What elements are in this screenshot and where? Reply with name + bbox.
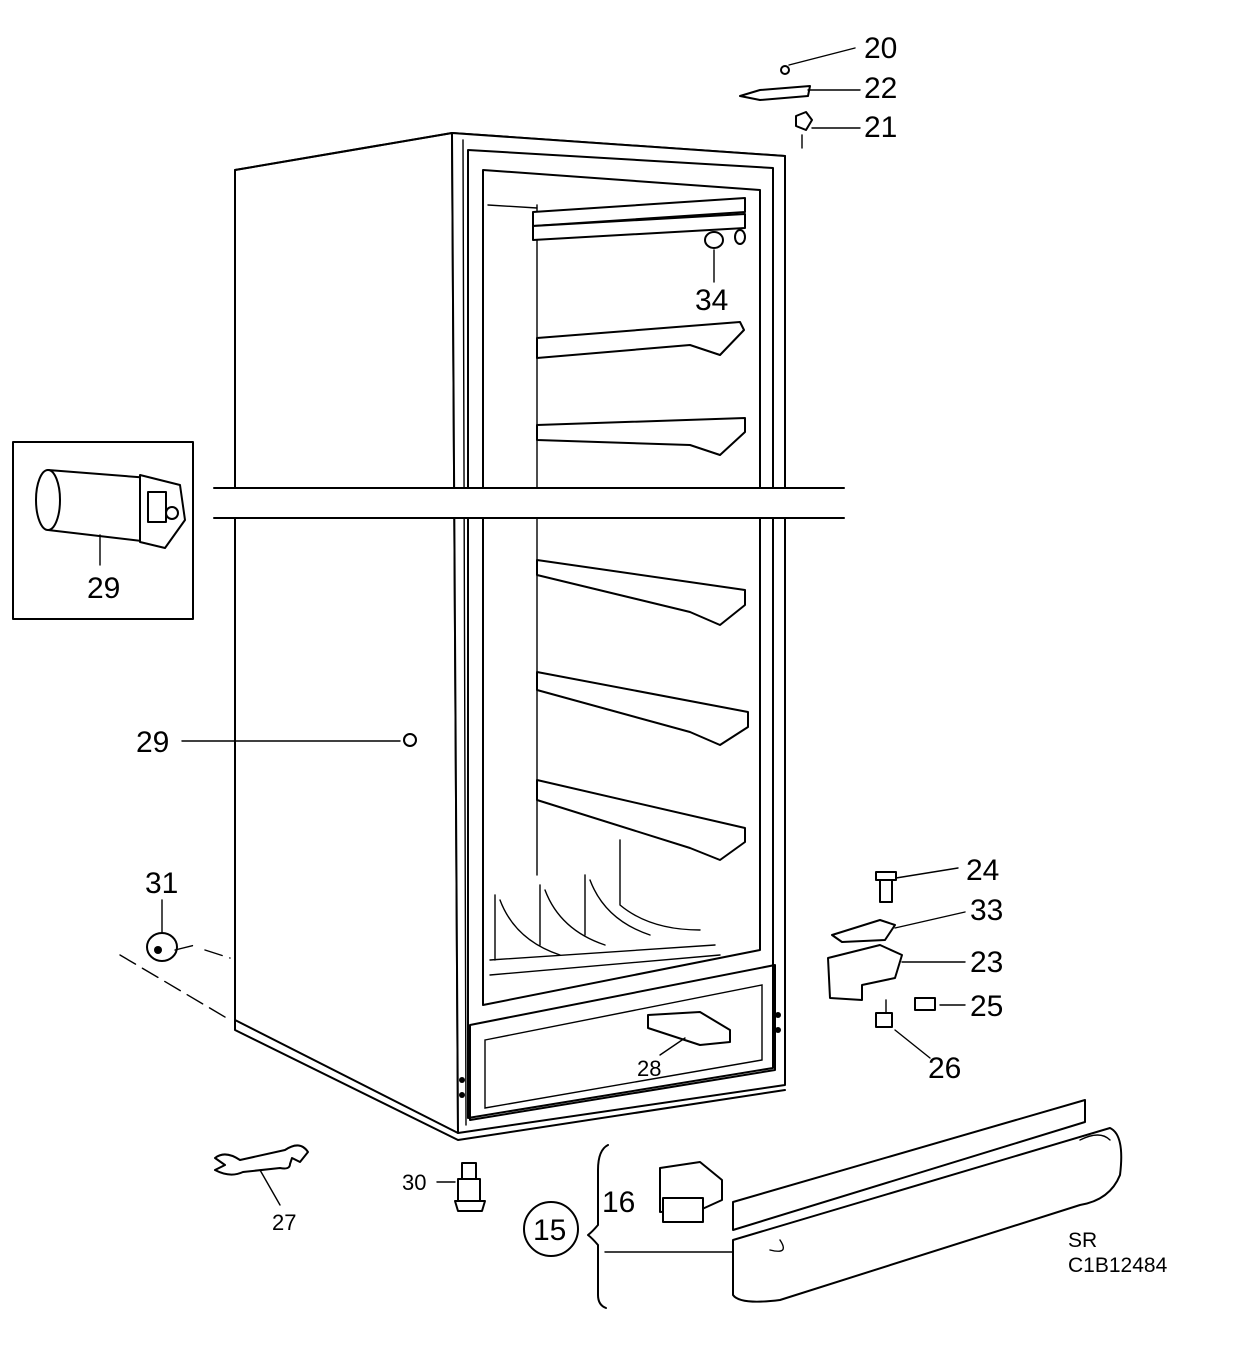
callout-28: 28: [637, 1056, 661, 1081]
part-15-door-shelf: 15: [523, 1099, 1123, 1309]
drawing-code-line1: SR: [1068, 1229, 1097, 1252]
drawing-code: SR C1B12484: [1068, 1229, 1168, 1277]
part-28: 28: [637, 1011, 731, 1081]
detail-box-29: 29: [12, 441, 194, 620]
part-31: 31: [119, 867, 231, 1021]
break-band: [213, 487, 854, 519]
top-hinge-parts: 20 22 21: [739, 32, 897, 149]
part-29: 29: [136, 726, 417, 759]
callout-29-detail: 29: [87, 572, 120, 605]
callout-26: 26: [928, 1052, 961, 1085]
drawing-code-line2: C1B12484: [1068, 1254, 1168, 1277]
callout-22: 22: [864, 72, 897, 105]
part-16: 16: [602, 1161, 723, 1223]
bottom-hinge-assembly: 24 33 23 25 26: [827, 854, 1003, 1085]
callout-16: 16: [602, 1186, 635, 1219]
part-27: 27: [214, 1144, 309, 1235]
callout-24: 24: [966, 854, 999, 887]
callout-33: 33: [970, 894, 1003, 927]
callout-30: 30: [402, 1170, 426, 1195]
callout-21: 21: [864, 111, 897, 144]
cabinet-body: [234, 132, 786, 1141]
callout-27: 27: [272, 1210, 296, 1235]
callout-23: 23: [970, 946, 1003, 979]
shelf-rails: [489, 197, 749, 976]
callout-25: 25: [970, 990, 1003, 1023]
part-34: 34: [695, 229, 746, 317]
callout-34: 34: [695, 284, 728, 317]
part-30: 30: [402, 1162, 486, 1212]
callout-29: 29: [136, 726, 169, 759]
callout-20: 20: [864, 32, 897, 65]
callout-31: 31: [145, 867, 178, 900]
callout-15: 15: [533, 1214, 566, 1247]
